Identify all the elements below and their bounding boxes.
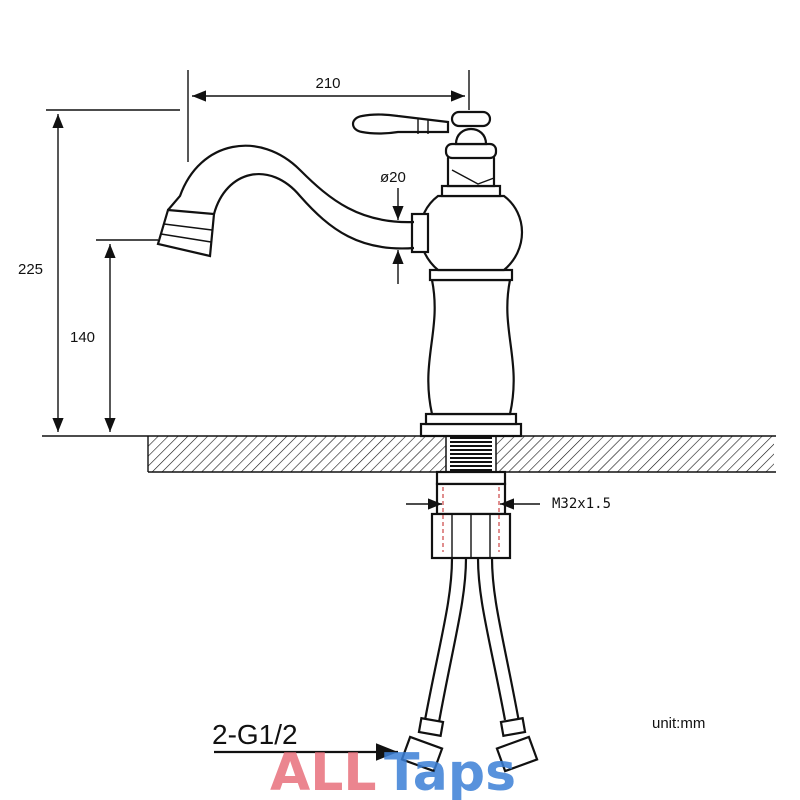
spout [156,144,415,258]
lever-handle [351,113,450,135]
watermark-part1: ALL [270,743,377,800]
inlet-callout: 2-G1/2 [212,719,398,761]
dimension-reach: 210 [187,70,470,162]
left-inlet-connector [400,735,444,773]
dimension-total-height: 225 [18,109,180,432]
inlet-label: 2-G1/2 [212,719,298,750]
unit-label: unit:mm [652,715,705,732]
total-height-label: 225 [18,261,43,278]
flexible-hoses [400,557,539,773]
faucet-body [351,110,524,438]
spout-height-label: 140 [70,329,95,346]
mounting-nut [430,470,512,560]
threaded-shank [445,435,497,473]
aerator [156,208,216,258]
thread-label: M32x1.5 [552,496,611,512]
watermark-logo: ALL Taps [270,743,516,800]
dimension-thread: M32x1.5 [406,496,611,512]
right-inlet-connector [495,735,539,773]
countertop [42,435,776,473]
dimension-pipe-diameter: ø20 [380,169,406,284]
reach-label: 210 [315,75,340,92]
watermark-part2: Taps [384,743,516,800]
dimension-spout-height: 140 [70,239,158,432]
pipe-diameter-label: ø20 [380,169,406,186]
